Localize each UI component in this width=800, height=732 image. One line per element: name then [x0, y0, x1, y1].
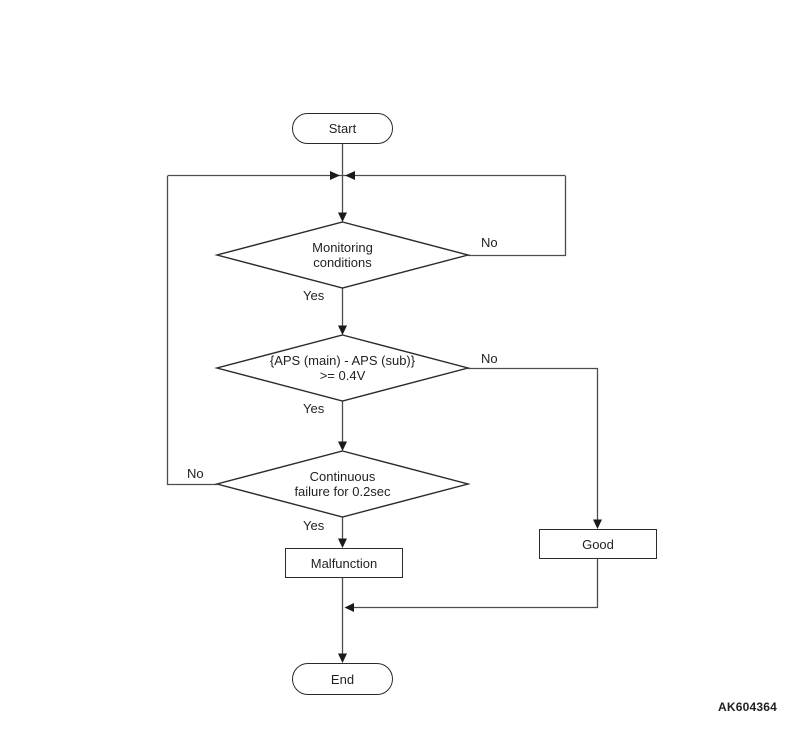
edge-start-to-monitoring [338, 144, 347, 222]
edge-monitoring-to-aps [338, 288, 347, 335]
edge-aps-to-continuous [338, 401, 347, 451]
continuous-yes-label: Yes [303, 518, 325, 533]
edge-malfunction-to-end [338, 578, 347, 663]
junction-arrow-left [330, 171, 340, 180]
edge-aps-no-to-good [468, 367, 602, 529]
continuous-no-label: No [187, 466, 204, 481]
edge-continuous-no-loop [166, 176, 217, 486]
malfunction-label: Malfunction [310, 555, 378, 571]
edge-monitoring-no-loop [468, 176, 567, 257]
decision-monitoring-shape [214, 221, 471, 289]
decision-continuous-shape [214, 450, 471, 518]
monitoring-yes-label: Yes [303, 288, 325, 303]
loop-junction-line [167, 171, 566, 180]
edge-continuous-to-malfunction [338, 517, 347, 548]
end-label: End [330, 671, 355, 687]
aps-yes-label: Yes [303, 401, 325, 416]
start-label: Start [328, 121, 357, 136]
end-terminator: End [292, 663, 393, 695]
monitoring-no-label: No [481, 235, 498, 250]
good-box: Good [539, 529, 657, 559]
aps-no-label: No [481, 351, 498, 366]
figure-code: AK604364 [718, 700, 777, 714]
malfunction-box: Malfunction [285, 548, 403, 578]
good-label: Good [582, 536, 614, 552]
start-terminator: Start [292, 113, 393, 144]
edge-good-to-merge [344, 559, 599, 612]
junction-arrow-right [345, 171, 355, 180]
decision-aps-shape [214, 334, 471, 402]
